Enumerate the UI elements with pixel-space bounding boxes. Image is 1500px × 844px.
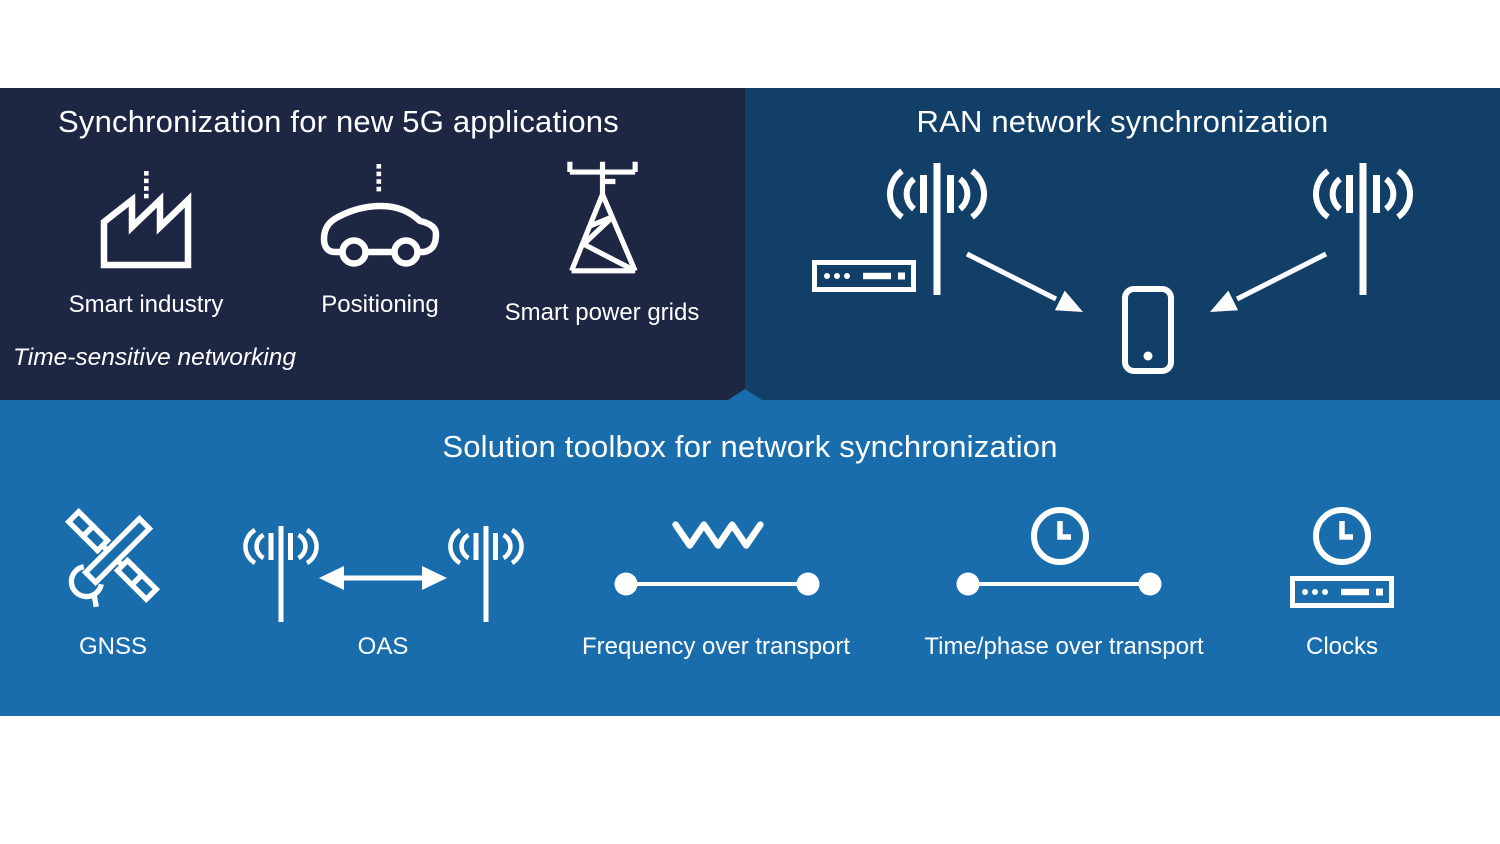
app-item-label: Smart industry <box>68 291 224 318</box>
tool-label-clocks: Clocks <box>1305 633 1378 660</box>
sync-infographic: Synchronization for new 5G applications … <box>0 88 1500 716</box>
tool-label-oas: OAS <box>357 633 409 660</box>
app-item-smart-industry: Smart industry <box>26 160 266 320</box>
app-item-smart-power-grids: Smart power grids <box>482 160 722 326</box>
applications-panel: Synchronization for new 5G applications … <box>0 88 745 400</box>
tool-label-frequency: Frequency over transport <box>581 633 851 660</box>
car-icon <box>320 160 440 290</box>
signal-dots <box>143 171 149 199</box>
small-antenna-icon <box>448 526 524 622</box>
satellite-icon <box>55 498 170 613</box>
sync-arrow-icon <box>963 250 1093 320</box>
transport-link-icon <box>954 570 1164 598</box>
clock-icon <box>1310 504 1374 568</box>
tool-label-gnss: GNSS <box>78 633 147 660</box>
sync-arrow-icon <box>1200 250 1330 320</box>
mobile-phone-icon <box>1122 286 1174 374</box>
ran-panel: RAN network synchronization <box>745 88 1500 400</box>
app-item-label: Smart power grids <box>504 299 700 326</box>
clock-icon <box>1028 504 1092 568</box>
double-arrow-icon <box>317 562 449 594</box>
panel-notch <box>728 389 762 400</box>
signal-dots <box>376 164 382 192</box>
router-icon <box>812 260 916 292</box>
tool-label-time-phase: Time/phase over transport <box>924 633 1204 660</box>
radio-base-station-icon <box>887 163 987 295</box>
ran-panel-title: RAN network synchronization <box>916 104 1329 139</box>
factory-icon <box>98 160 195 290</box>
router-icon <box>1290 576 1394 608</box>
toolbox-panel: Solution toolbox for network synchroniza… <box>0 400 1500 716</box>
radio-base-station-icon <box>1313 163 1413 295</box>
transport-link-icon <box>612 570 822 598</box>
power-tower-icon <box>563 160 642 298</box>
small-antenna-icon <box>243 526 319 622</box>
applications-panel-title: Synchronization for new 5G applications <box>58 104 619 139</box>
frequency-wave-icon <box>672 520 764 552</box>
toolbox-panel-title: Solution toolbox for network synchroniza… <box>442 429 1058 464</box>
app-item-label: Positioning <box>321 291 439 318</box>
time-sensitive-networking-note: Time-sensitive networking <box>13 344 296 371</box>
app-item-positioning: Positioning <box>260 160 500 320</box>
